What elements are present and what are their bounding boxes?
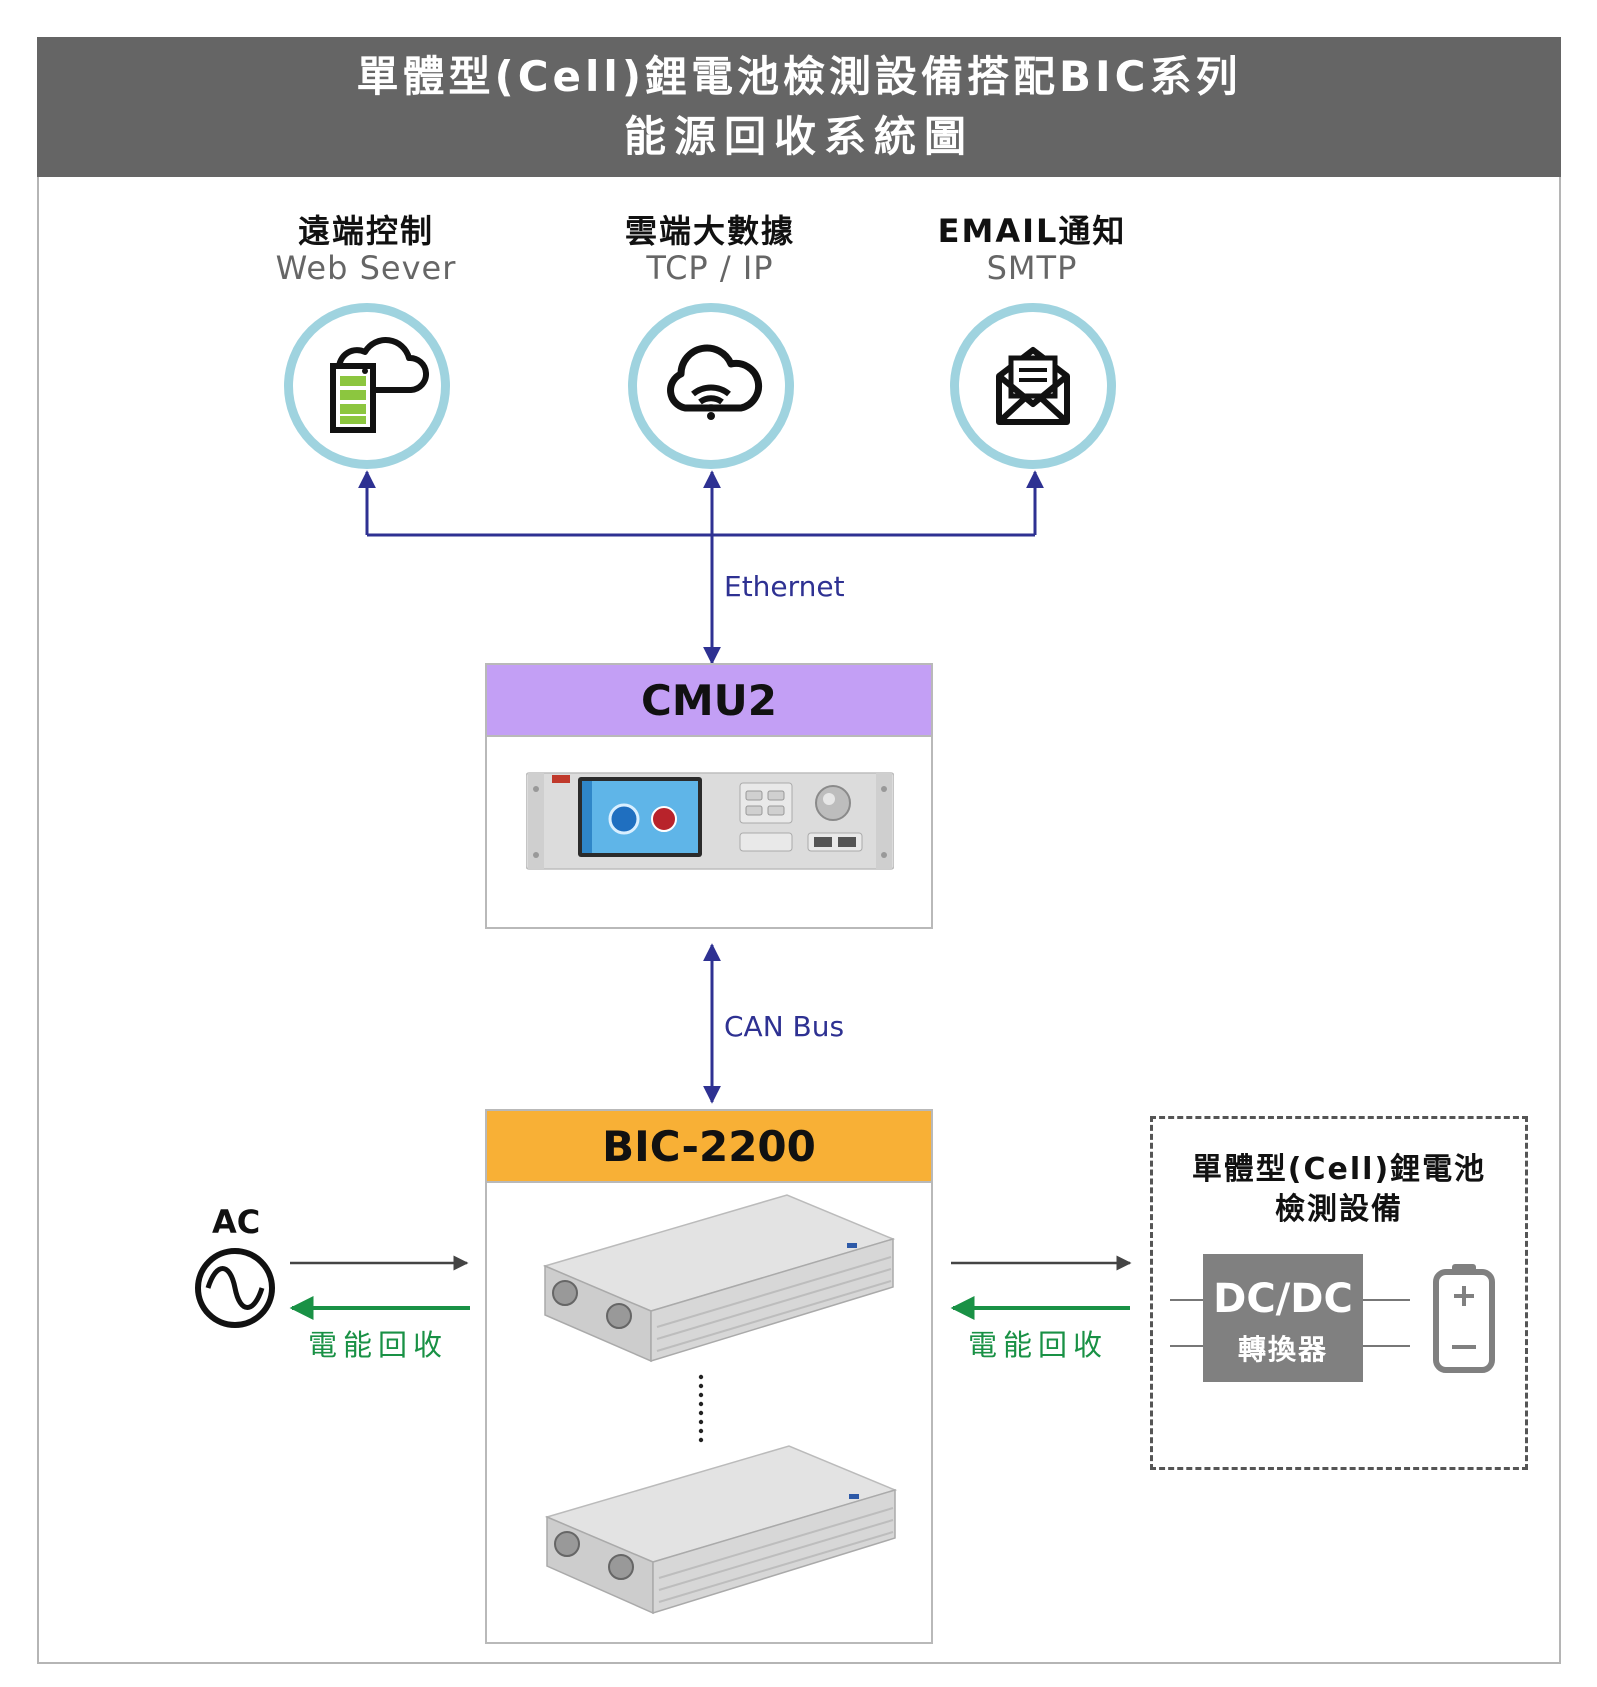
- bic2200-title: BIC-2200: [487, 1111, 931, 1183]
- cloud-wifi-icon: [667, 344, 763, 420]
- dcdc-converter-sublabel: 轉換器: [1237, 1333, 1328, 1366]
- cmu2-title: CMU2: [487, 665, 931, 737]
- service-cloud-data-title: 雲端大數據: [624, 212, 795, 250]
- cmu2-device-illustration: [526, 772, 894, 870]
- header-title-line1: 單體型(Cell)鋰電池檢測設備搭配BIC系列: [356, 52, 1242, 101]
- ethernet-bus: [358, 470, 1044, 665]
- server-cloud-ring: [284, 303, 450, 469]
- service-email-protocol: SMTP: [986, 249, 1078, 287]
- service-email-title: EMAIL通知: [937, 212, 1127, 250]
- service-remote-control-title: 遠端控制: [297, 212, 434, 250]
- cloud-wifi-ring: [628, 303, 794, 469]
- bic2200-box: BIC-2200: [485, 1109, 933, 1644]
- bic2200-unit-bottom: [544, 1445, 898, 1615]
- cmu2-box: CMU2: [485, 663, 933, 929]
- cell-tester-title: 單體型(Cell)鋰電池 檢測設備: [1150, 1150, 1528, 1230]
- ac-label: AC: [212, 1203, 261, 1241]
- ac-source-icon: [195, 1248, 275, 1328]
- dcdc-converter-label: DC/DC: [1213, 1276, 1353, 1322]
- service-remote-control-protocol: Web Sever: [275, 249, 457, 287]
- bic2200-unit-top: [542, 1194, 896, 1363]
- email-ring: [950, 303, 1116, 469]
- email-icon: [996, 347, 1070, 425]
- service-remote-control: 遠端控制 Web Sever: [216, 212, 516, 286]
- service-cloud-data: 雲端大數據 TCP / IP: [560, 212, 860, 286]
- cell-tester-title-line1: 單體型(Cell)鋰電池: [1191, 1152, 1487, 1187]
- battery-icon: [1433, 1264, 1495, 1373]
- recovery-label-right: 電能回收: [968, 1328, 1109, 1362]
- recovery-label-left: 電能回收: [308, 1328, 449, 1362]
- server-cloud-icon: [330, 337, 429, 433]
- header-title-line2: 能源回收系統圖: [623, 112, 974, 161]
- canbus-label: CAN Bus: [724, 1010, 845, 1043]
- service-email: EMAIL通知 SMTP: [882, 212, 1182, 286]
- ethernet-label: Ethernet: [724, 570, 845, 603]
- diagram-header: 單體型(Cell)鋰電池檢測設備搭配BIC系列 能源回收系統圖: [37, 37, 1561, 177]
- bic2200-ellipsis: [698, 1374, 704, 1443]
- bic2200-units-illustration: [542, 1194, 898, 1615]
- cell-tester-title-line2: 檢測設備: [1275, 1192, 1403, 1227]
- dcdc-converter: DC/DC 轉換器: [1203, 1254, 1363, 1382]
- service-cloud-data-protocol: TCP / IP: [646, 249, 774, 287]
- cell-tester-group: [1150, 1116, 1528, 1470]
